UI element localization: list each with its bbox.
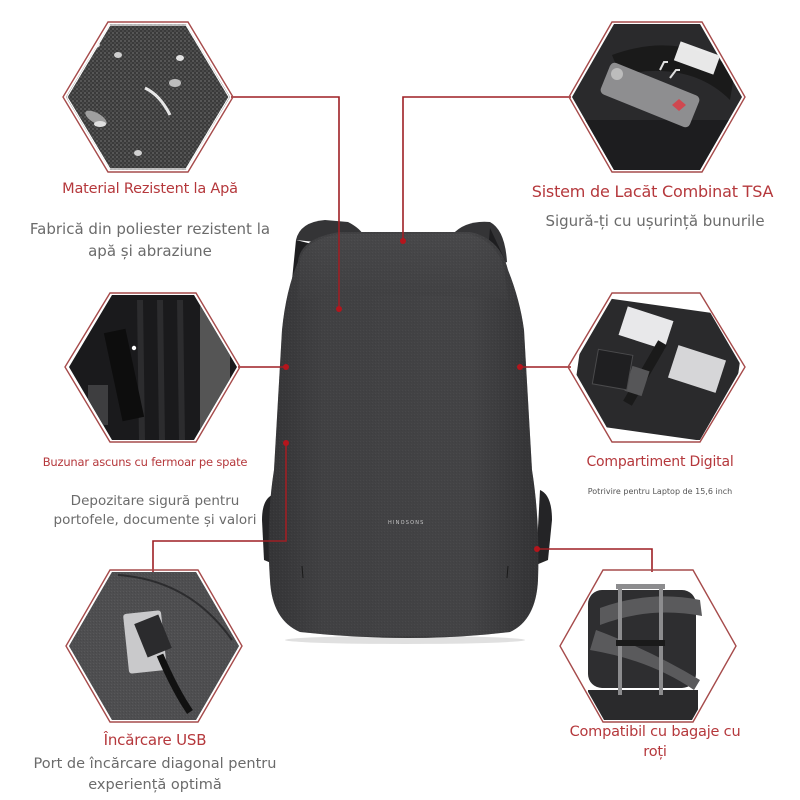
- hexagon-tsa-lock: [568, 21, 746, 173]
- feature-desc-hidden-pocket: Depozitare sigură pentru portofele, docu…: [53, 493, 257, 528]
- feature-title-usb-charging: Încărcare USB: [103, 731, 207, 749]
- hexagon-hidden-pocket: [64, 292, 241, 443]
- feature-title-waterproof: Material Rezistent la Apă: [62, 181, 238, 197]
- backpack-image: [262, 220, 552, 644]
- feature-title-luggage: Compatibil cu bagaje cu roți: [569, 724, 741, 760]
- brand-logo: HINOSONS: [388, 520, 425, 526]
- feature-desc-usb-charging: Port de încărcare diagonal pentru experi…: [33, 756, 277, 793]
- hexagon-waterproof: [62, 21, 234, 173]
- hexagon-digital-compartment: [567, 292, 746, 443]
- feature-title-digital-compartment: Compartiment Digital: [586, 454, 734, 470]
- connector-lines: [152, 96, 653, 572]
- feature-desc-digital-compartment: Potrivire pentru Laptop de 15,6 inch: [587, 487, 733, 496]
- feature-title-hidden-pocket: Buzunar ascuns cu fermoar pe spate: [42, 455, 248, 469]
- feature-title-tsa-lock: Sistem de Lacăt Combinat TSA: [531, 182, 774, 201]
- hexagon-luggage: [559, 569, 737, 723]
- connector-dots: [283, 238, 540, 552]
- hexagon-usb-charging: [65, 569, 243, 723]
- feature-desc-tsa-lock: Sigură-ți cu ușurință bunurile: [545, 212, 765, 230]
- feature-desc-waterproof: Fabrică din poliester rezistent la apă ș…: [29, 220, 271, 260]
